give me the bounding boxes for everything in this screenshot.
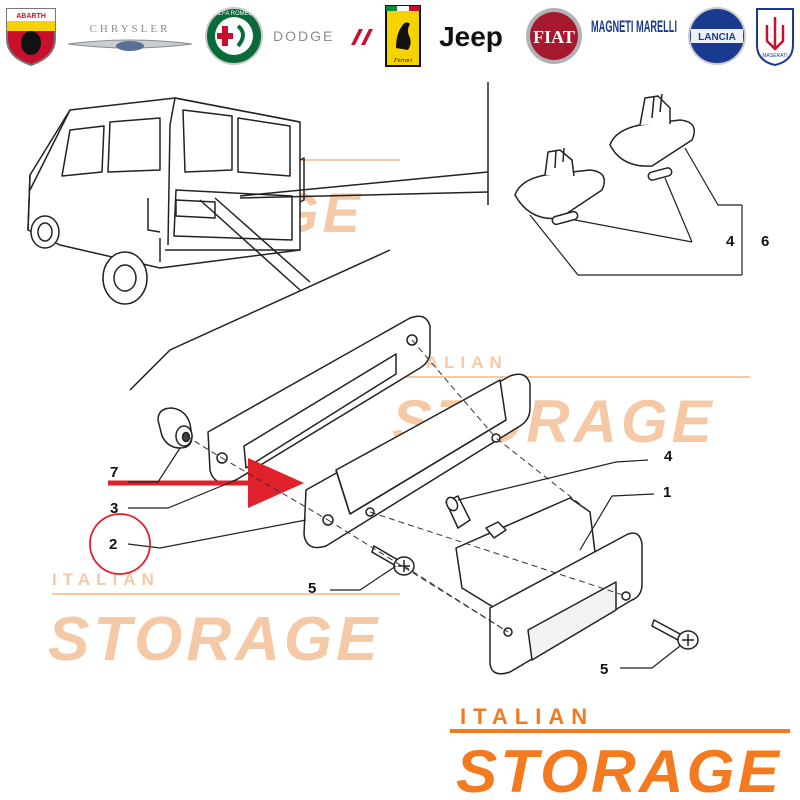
watermark-bottom: ITALIAN STORAGE	[48, 570, 400, 674]
italian-storage-logo: ITALIAN STORAGE	[450, 704, 790, 800]
brand-logo-strip: ABARTH CHRYSLER ALFA ROMEO DODGE Fe	[0, 0, 800, 75]
callout-2-highlight-circle	[89, 513, 151, 575]
callout-1: 1	[663, 484, 671, 501]
bulb-holder-leaders	[529, 147, 743, 276]
alfa-romeo-label: ALFA ROMEO	[215, 11, 254, 17]
van-detail-leader	[129, 82, 489, 391]
dodge-label: DODGE	[273, 28, 334, 44]
assembly-dashed-lines	[185, 339, 627, 633]
bulb	[445, 494, 471, 530]
lamp-housing	[303, 373, 531, 549]
lancia-label: LANCIA	[698, 32, 736, 43]
watermark-bottom-line2: STORAGE	[48, 605, 381, 674]
ferrari-label: Ferrari	[393, 58, 412, 64]
callout-5-left: 5	[308, 580, 316, 597]
license-plate-lamp	[455, 497, 643, 675]
jeep-logo: Jeep	[428, 4, 514, 68]
abarth-logo: ABARTH	[2, 4, 60, 68]
spacer-bush	[157, 407, 193, 449]
van-illustration	[27, 97, 305, 305]
callout-3: 3	[110, 500, 118, 517]
callout-2: 2	[109, 536, 117, 553]
lancia-logo: LANCIA	[686, 4, 748, 68]
footer-logo-line1: ITALIAN	[460, 704, 594, 729]
jeep-label: Jeep	[439, 21, 503, 52]
fiat-logo: FIAT	[523, 4, 585, 68]
bulb-holder-detail	[514, 93, 695, 226]
callout-4-mid: 4	[664, 448, 673, 465]
callout-leaders	[127, 447, 681, 669]
abarth-label: ABARTH	[16, 13, 46, 20]
dodge-logo: DODGE	[268, 4, 376, 68]
alfa-romeo-logo: ALFA ROMEO	[203, 4, 265, 68]
fiat-label: FIAT	[533, 27, 575, 47]
ferrari-logo: Ferrari	[383, 4, 423, 68]
footer-logo-line2: STORAGE	[456, 738, 782, 800]
chrysler-logo: CHRYSLER	[62, 4, 197, 68]
watermark-bottom-line1: ITALIAN	[52, 570, 160, 589]
screw-right	[651, 618, 699, 650]
callout-7: 7	[110, 464, 118, 481]
maserati-logo: MASERATI	[752, 4, 798, 68]
screw-left	[371, 544, 415, 576]
maserati-label: MASERATI	[762, 53, 787, 59]
chrysler-label: CHRYSLER	[89, 23, 170, 35]
magneti-marelli-logo: MAGNETI MARELLI	[588, 4, 680, 68]
gasket-frame	[207, 315, 431, 484]
callout-6: 6	[761, 233, 769, 250]
highlight-arrow	[108, 458, 304, 508]
callout-4-top: 4	[726, 233, 735, 250]
callout-5-right: 5	[600, 661, 608, 678]
magneti-marelli-label: MAGNETI MARELLI	[591, 17, 677, 36]
